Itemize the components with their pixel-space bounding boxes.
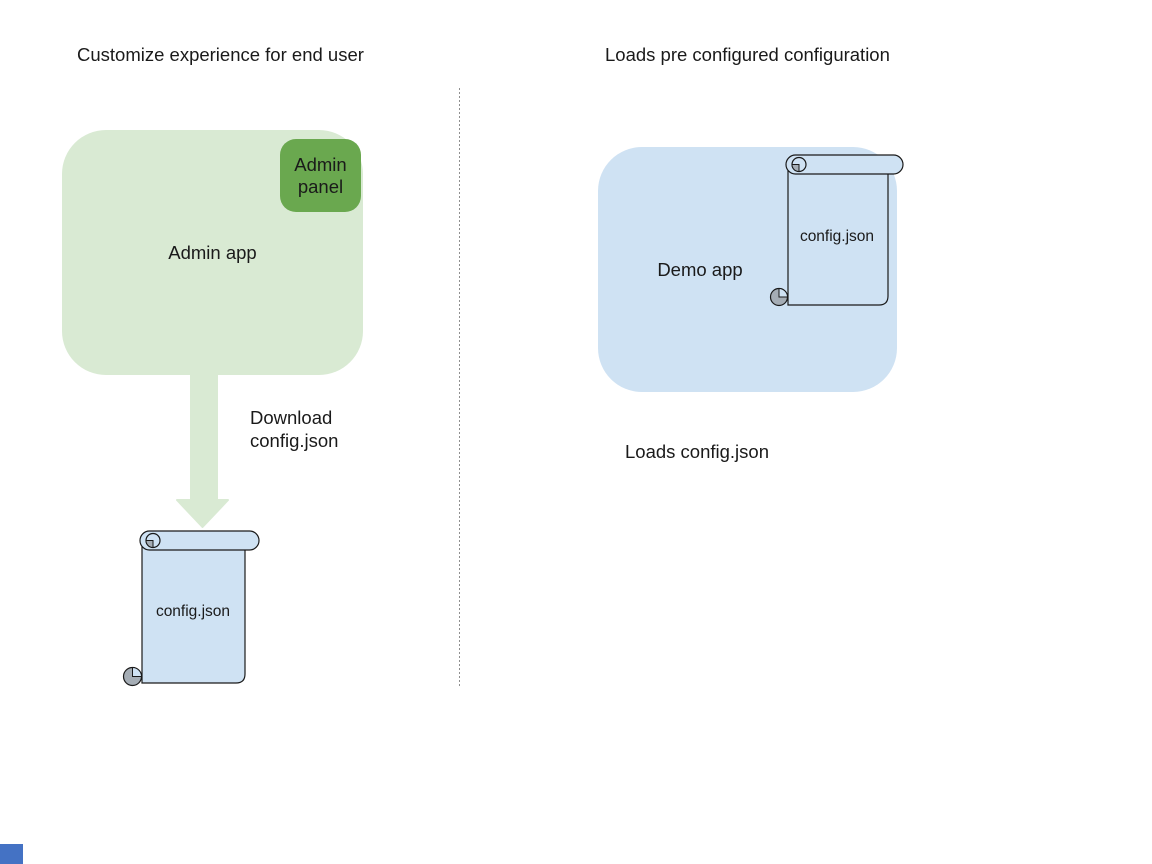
admin-panel-label: Admin panel bbox=[294, 153, 347, 197]
download-arrow-label: Download config.json bbox=[250, 407, 339, 451]
scroll-body bbox=[141, 539, 246, 684]
download-arrow bbox=[176, 373, 229, 528]
scroll-bottom-curl-notch bbox=[132, 666, 143, 677]
left-section-title: Customize experience for end user bbox=[77, 44, 364, 65]
corner-marker bbox=[0, 844, 23, 864]
loads-config-caption: Loads config.json bbox=[625, 441, 769, 462]
right-section-title: Loads pre configured configuration bbox=[605, 44, 890, 65]
scroll-top-spiral-shade bbox=[145, 540, 154, 549]
download-arrow-shape bbox=[176, 373, 229, 528]
admin-panel-badge: Admin panel bbox=[280, 139, 361, 212]
admin-app-label: Admin app bbox=[168, 241, 257, 263]
scroll-bottom-curl-notch bbox=[778, 287, 789, 298]
demo-app-label: Demo app bbox=[657, 259, 743, 280]
section-divider bbox=[459, 88, 460, 686]
scroll-top-roll bbox=[139, 530, 260, 551]
config-scroll-right bbox=[769, 154, 904, 307]
config-file-label-right: config.json bbox=[799, 228, 875, 245]
scroll-body bbox=[787, 163, 889, 306]
config-scroll-left bbox=[122, 530, 260, 687]
scroll-top-spiral-shade bbox=[791, 164, 800, 173]
scroll-top-roll bbox=[785, 154, 904, 175]
admin-app-box: Admin app Admin panel bbox=[62, 130, 363, 375]
config-file-label-left: config.json bbox=[155, 603, 231, 620]
